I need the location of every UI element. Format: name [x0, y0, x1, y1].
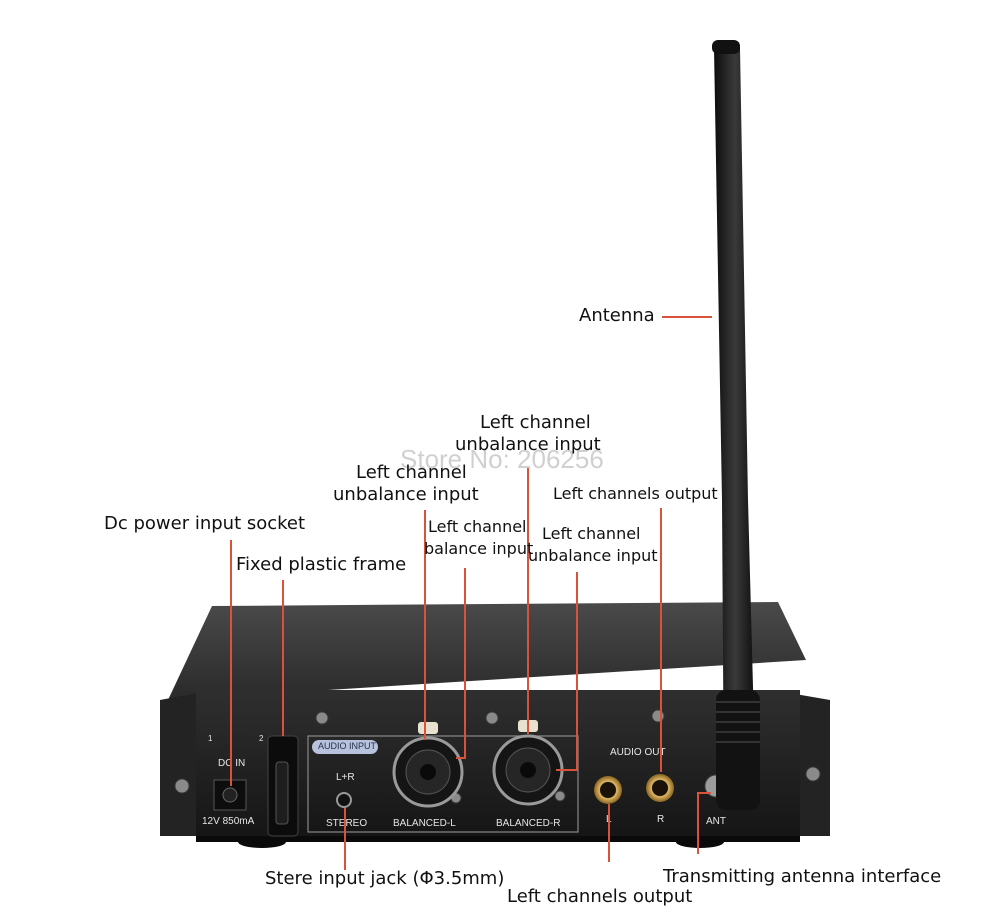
callout-stereo-jack: Stere input jack (Φ3.5mm)	[265, 868, 505, 889]
balanced-l-label: BALANCED-L	[393, 818, 456, 829]
out-r-label: R	[657, 814, 665, 825]
callout-left-unbalance-right-line1: Left channel	[542, 524, 641, 543]
leader-antenna-interface	[697, 792, 699, 854]
callout-left-output-bottom: Left channels output	[507, 886, 693, 907]
stereo-label: STEREO	[326, 818, 368, 829]
leader-left-unbalance-right	[576, 572, 578, 770]
l-plus-r-label: L+R	[336, 772, 355, 783]
callout-left-unbalance-top-line1: Left channel	[480, 412, 591, 433]
antenna	[712, 40, 760, 810]
leader-left-balance-h	[456, 757, 466, 759]
callout-dc-power: Dc power input socket	[104, 513, 306, 534]
leader-fixed-frame	[282, 580, 284, 736]
audio-input-panel	[307, 735, 579, 833]
callout-antenna-interface: Transmitting antenna interface	[663, 866, 942, 887]
leader-left-unbalance-mid	[424, 510, 426, 740]
leader-left-output-bottom	[608, 804, 610, 862]
xlr-connectors	[392, 720, 564, 808]
callout-left-unbalance-right-line2: unbalance input	[528, 546, 658, 565]
callout-left-unbalance-top-line2: unbalance input	[455, 434, 601, 455]
callout-left-balance-line1: Left channel	[428, 517, 527, 536]
callout-left-balance-line2: balance input	[424, 539, 534, 558]
callout-fixed-frame: Fixed plastic frame	[236, 554, 407, 575]
power-spec-label: 12V 850mA	[202, 816, 255, 827]
leader-dc-power	[230, 540, 232, 786]
leader-antenna-interface-h	[697, 792, 711, 794]
plastic-frame	[267, 735, 299, 837]
panel-screws	[174, 709, 821, 804]
mark-2-label: 2	[259, 734, 264, 743]
leader-stereo-jack	[344, 808, 346, 870]
leader-left-output-top	[660, 508, 662, 772]
callout-left-unbalance-mid-line2: unbalance input	[333, 484, 479, 505]
audio-input-label: AUDIO INPUT	[318, 741, 377, 751]
ant-label: ANT	[706, 816, 726, 827]
callout-left-unbalance-mid-line1: Left channel	[356, 462, 467, 483]
callout-left-output-top: Left channels output	[553, 484, 718, 503]
store-watermark: Store No: 206256	[400, 444, 604, 474]
leader-left-unbalance-top	[527, 468, 529, 734]
output-jacks	[594, 774, 674, 804]
leader-left-unbalance-right-h	[556, 769, 578, 771]
mark-1-label: 1	[208, 734, 213, 743]
audio-out-label: AUDIO OUT	[610, 747, 666, 758]
callout-antenna: Antenna	[579, 305, 655, 326]
balanced-r-label: BALANCED-R	[496, 818, 561, 829]
leader-left-balance	[464, 568, 466, 758]
leader-antenna	[662, 316, 712, 318]
